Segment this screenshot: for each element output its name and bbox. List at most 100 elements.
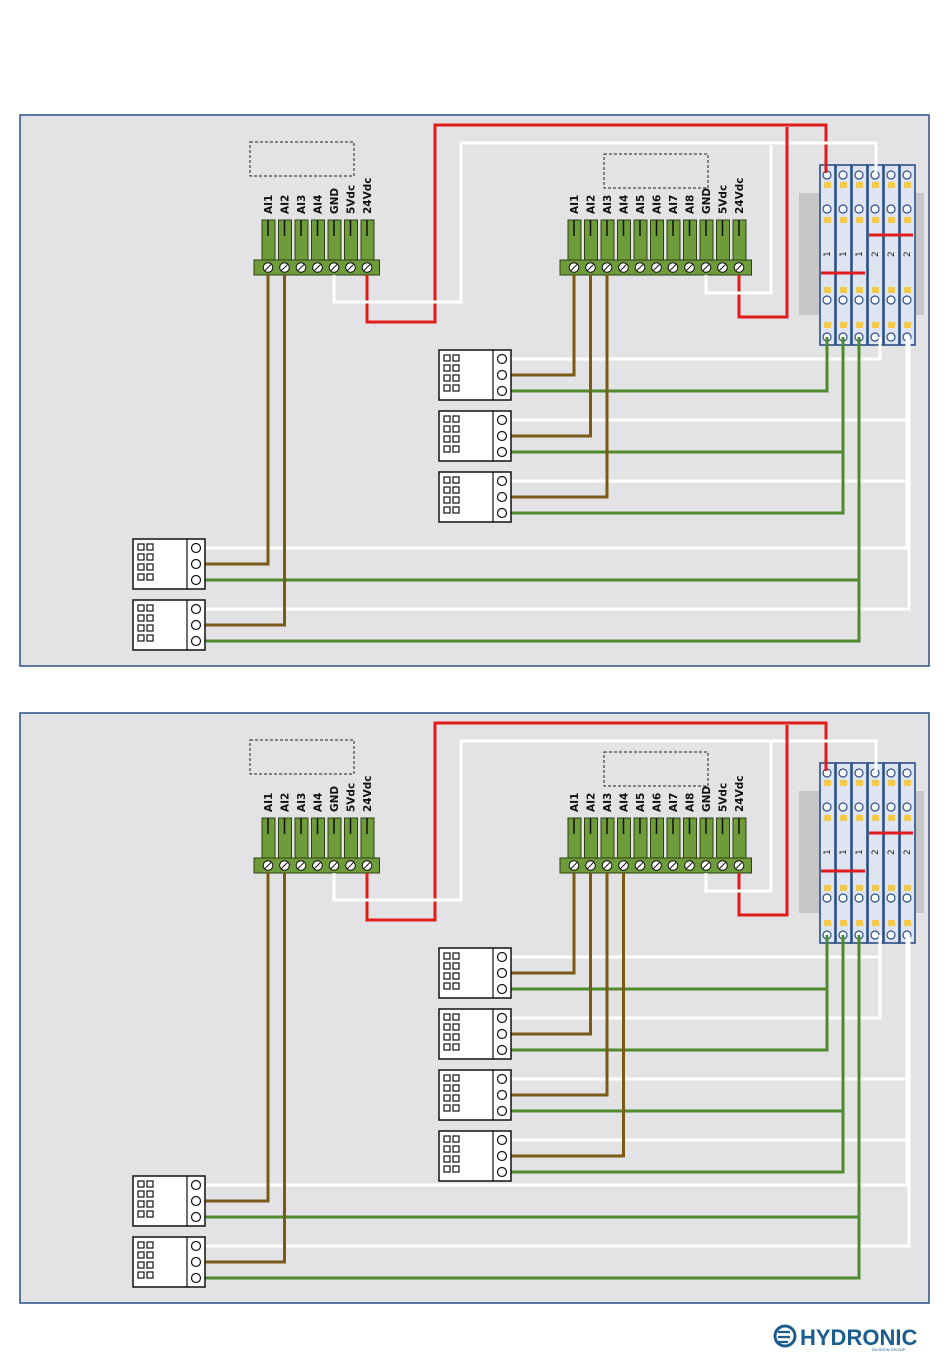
sensor-pin-grid <box>453 963 459 969</box>
sensor-terminal <box>498 477 507 486</box>
terminal-label-ai2: AI2 <box>280 793 292 812</box>
contact <box>872 217 879 223</box>
sensor-pin-grid <box>147 574 153 580</box>
sensor-pin-grid <box>444 1085 450 1091</box>
contact <box>840 182 847 188</box>
terminal-label-ai2: AI2 <box>586 195 598 214</box>
sensor-pin-grid <box>453 1075 459 1081</box>
terminal-label-5vdc: 5Vdc <box>718 783 730 812</box>
block-screw <box>871 205 879 213</box>
sensor-pin-grid <box>453 1146 459 1152</box>
sensor-terminal <box>498 969 507 978</box>
block-screw <box>839 296 847 304</box>
terminal-label-ai6: AI6 <box>652 195 664 214</box>
sensor-pin-grid <box>453 1136 459 1142</box>
sensor-b-2 <box>439 411 511 461</box>
block-screw <box>823 205 831 213</box>
sensor-terminal <box>498 432 507 441</box>
sensor-b-4 <box>439 1131 511 1181</box>
block-screw <box>823 296 831 304</box>
sensor-terminal <box>498 416 507 425</box>
sensor-pin-grid <box>453 983 459 989</box>
contact <box>856 217 863 223</box>
sensor-pin-grid <box>444 1146 450 1152</box>
block-screw-top <box>903 171 911 179</box>
sensor-pin-grid <box>147 615 153 621</box>
sensor-pin-grid <box>444 963 450 969</box>
contact <box>888 182 895 188</box>
sensor-pin-grid <box>138 564 144 570</box>
sensor-terminal <box>498 953 507 962</box>
terminal-label-5vdc: 5Vdc <box>718 185 730 214</box>
sensor-terminal <box>192 560 201 569</box>
contact <box>840 322 847 328</box>
contact <box>840 885 847 891</box>
terminal-label-ai6: AI6 <box>652 793 664 812</box>
sensor-pin-grid <box>147 1191 153 1197</box>
contact <box>824 217 831 223</box>
contact <box>872 287 879 293</box>
contact <box>824 322 831 328</box>
sensor-pin-grid <box>453 446 459 452</box>
terminal-label-gnd: GND <box>329 188 341 214</box>
sensor-pin-grid <box>138 574 144 580</box>
terminal-label-ai1: AI1 <box>569 195 581 214</box>
sensor-pin-grid <box>444 487 450 493</box>
contact <box>872 920 879 926</box>
contact <box>824 780 831 786</box>
block-screw <box>823 894 831 902</box>
contact <box>872 885 879 891</box>
block-screw-bottom <box>887 333 895 341</box>
contact <box>840 780 847 786</box>
sensor-pin-grid <box>444 385 450 391</box>
sensor-a-2 <box>133 600 205 650</box>
block-screw <box>855 205 863 213</box>
block-screw <box>839 894 847 902</box>
sensor-pin-grid <box>147 625 153 631</box>
sensor-pin-grid <box>444 1166 450 1172</box>
terminal-label-ai5: AI5 <box>635 195 647 214</box>
sensor-pin-grid <box>138 1262 144 1268</box>
sensor-pin-grid <box>453 385 459 391</box>
column-number: 1 <box>823 849 833 855</box>
sensor-pin-grid <box>138 554 144 560</box>
column-number: 1 <box>855 849 865 855</box>
sensor-pin-grid <box>147 635 153 641</box>
terminal-label-ai3: AI3 <box>602 195 614 214</box>
block-screw <box>855 894 863 902</box>
sensor-pin-grid <box>453 1105 459 1111</box>
sensor-pin-grid <box>138 544 144 550</box>
contact <box>824 815 831 821</box>
contact <box>856 182 863 188</box>
block-screw <box>903 894 911 902</box>
sensor-terminal <box>192 621 201 630</box>
sensor-pin-grid <box>138 625 144 631</box>
block-screw <box>871 803 879 811</box>
sensor-pin-grid <box>453 1034 459 1040</box>
sensor-pin-grid <box>138 1211 144 1217</box>
sensor-terminal <box>498 1091 507 1100</box>
sensor-terminal <box>498 1046 507 1055</box>
sensor-pin-grid <box>453 1044 459 1050</box>
sensor-pin-grid <box>147 554 153 560</box>
column-number: 2 <box>887 251 897 257</box>
sensor-pin-grid <box>453 1095 459 1101</box>
sensor-terminal <box>192 605 201 614</box>
terminal-label-ai4: AI4 <box>313 195 325 214</box>
sensor-pin-grid <box>138 1201 144 1207</box>
sensor-pin-grid <box>453 953 459 959</box>
sensor-pin-grid <box>453 365 459 371</box>
contact <box>888 885 895 891</box>
contact <box>888 920 895 926</box>
block-screw <box>903 205 911 213</box>
sensor-pin-grid <box>444 1095 450 1101</box>
block-screw-top <box>855 171 863 179</box>
panel-2: 111222AI1AI2AI3AI4GND5Vdc24VdcAI1AI2AI3A… <box>20 713 929 1303</box>
terminal-label-ai8: AI8 <box>685 793 697 812</box>
block-screw-top <box>839 769 847 777</box>
terminal-label-24vdc: 24Vdc <box>734 776 746 812</box>
sensor-pin-grid <box>147 605 153 611</box>
sensor-pin-grid <box>444 497 450 503</box>
sensor-pin-grid <box>453 1014 459 1020</box>
column-number: 2 <box>871 251 881 257</box>
